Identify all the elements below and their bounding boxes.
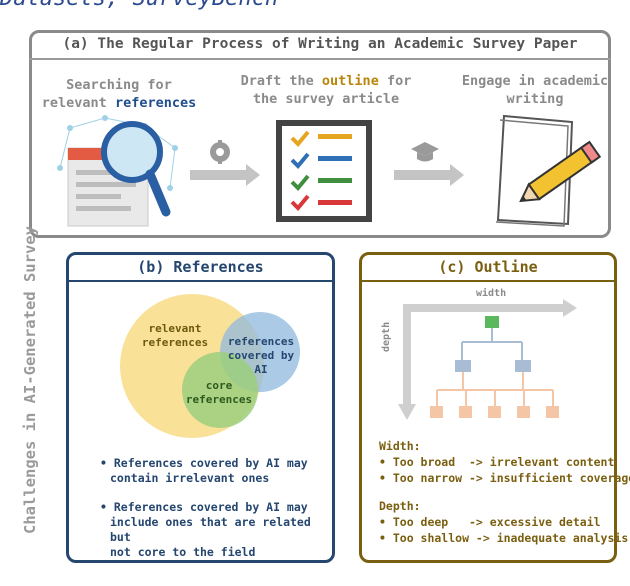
venn-ai-label: references covered by AI — [222, 335, 300, 377]
width-item-1: • Too broad -> irrelevant content — [379, 455, 615, 469]
step2-line1: Draft the outline for — [236, 72, 416, 90]
step2-pre: Draft the — [240, 73, 322, 89]
tree-leaf-1 — [430, 406, 443, 418]
graduation-cap-icon — [411, 142, 439, 162]
tree-mid-right — [515, 360, 531, 372]
paper-pencil-icon — [495, 114, 602, 227]
step3-text: Engage in academic writing — [455, 72, 615, 108]
references-bullet-1: • References covered by AI may contain i… — [100, 456, 330, 486]
venn-core-label: core references — [176, 379, 262, 407]
step2-highlight: outline — [321, 73, 379, 89]
step1-highlight: references — [114, 95, 197, 111]
arrow-step2-to-step3 — [394, 164, 464, 186]
top-title: Datasets, SurveyBench — [0, 0, 630, 11]
outline-tree-diagram — [398, 299, 577, 420]
side-label: Challenges in AI-Generated Survey — [21, 226, 39, 534]
tree-leaf-3 — [488, 406, 501, 418]
checklist-icon — [276, 120, 372, 222]
venn-core-line2: references — [185, 393, 253, 406]
panel-references — [66, 252, 335, 563]
panel-b-divider — [66, 280, 335, 282]
tree-mid-left — [455, 360, 471, 372]
panel-a-divider — [29, 58, 611, 60]
bullet1-line2: contain irrelevant ones — [110, 471, 270, 485]
tree-root — [485, 316, 499, 328]
tree-leaf-2 — [459, 406, 472, 418]
step3-line2: writing — [506, 91, 564, 107]
step1-line2-pre: relevant — [41, 95, 115, 111]
references-venn — [120, 294, 300, 438]
depth-axis-label: depth — [381, 321, 392, 352]
panel-c-divider — [359, 280, 617, 282]
bullet2-line1: • References covered by AI may — [100, 500, 308, 514]
depth-item-1: • Too deep -> excessive detail — [379, 515, 601, 529]
width-arrow — [407, 299, 577, 317]
depth-heading: Depth: — [379, 499, 421, 513]
width-item-2: • Too narrow -> insufficient coverage — [379, 471, 630, 485]
step2-text: Draft the outline for the survey article — [236, 72, 416, 108]
venn-ai-line2: covered by — [227, 349, 295, 362]
panel-a-title: (a) The Regular Process of Writing an Ac… — [62, 36, 578, 52]
venn-core-line1: core — [205, 379, 233, 392]
arrow-step1-to-step2 — [190, 164, 260, 186]
depth-arrow — [398, 304, 416, 420]
references-bullet-2: • References covered by AI may include o… — [100, 500, 330, 560]
width-heading: Width: — [379, 439, 421, 453]
step3-line1: Engage in academic — [461, 73, 609, 89]
venn-relevant-label: relevant references — [130, 322, 220, 350]
depth-item-2: • Too shallow -> inadequate analysis — [379, 531, 629, 545]
brain-gear-icon — [210, 140, 230, 164]
bullet2-line3: not core to the field — [110, 545, 256, 559]
step1-line2: relevant references — [34, 94, 204, 112]
venn-relevant-line2: references — [141, 336, 209, 349]
bullet2-line2: include ones that are related but — [110, 515, 311, 544]
panel-c-title: (c) Outline — [438, 258, 538, 276]
venn-core — [182, 352, 258, 428]
step2-line2: the survey article — [252, 91, 400, 107]
magnifier-document-icon — [57, 115, 178, 227]
step1-line1: Searching for — [66, 77, 172, 93]
panel-regular-process — [29, 30, 611, 238]
step1-text: Searching for relevant references — [34, 76, 204, 112]
step2-post: for — [378, 73, 412, 89]
tree-leaf-5 — [546, 406, 559, 418]
bullet1-line1: • References covered by AI may — [100, 456, 308, 470]
tree-leaf-4 — [517, 406, 530, 418]
width-axis-label: width — [476, 288, 507, 299]
venn-ai-line3: AI — [254, 363, 268, 376]
venn-ai-line1: references — [227, 335, 295, 348]
venn-relevant-line1: relevant — [148, 322, 202, 335]
panel-b-title: (b) References — [137, 258, 264, 276]
panel-outline — [359, 252, 617, 563]
